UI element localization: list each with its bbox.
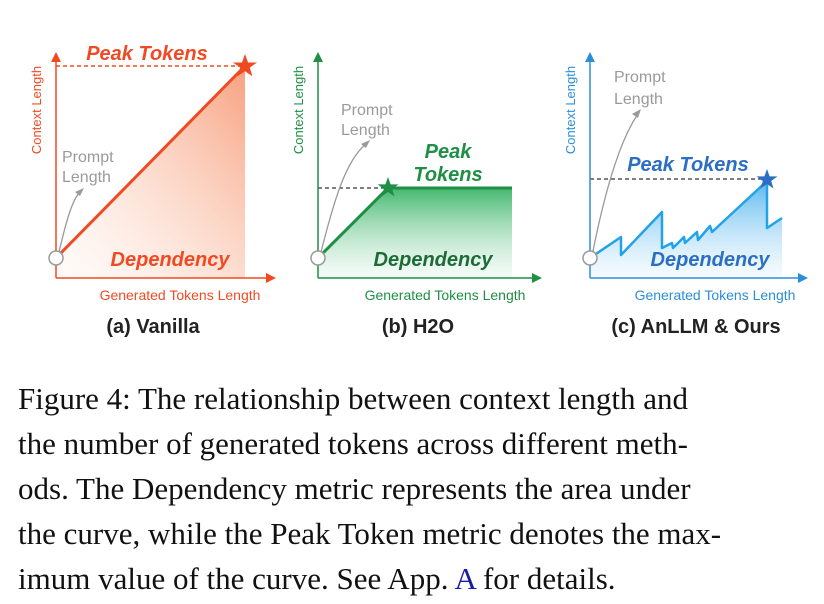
peak-tokens-label-line2: Tokens [413,164,482,186]
caption-line: Figure 4: The relationship between conte… [18,381,689,416]
context-curve [589,179,783,260]
caption-line: ods. The Dependency metric represents th… [18,471,691,506]
y-axis-arrowhead [313,52,323,62]
origin-circle [48,250,64,266]
x-axis-label: Generated Tokens Length [100,287,261,303]
prompt-arrow [319,143,367,257]
x-axis-label: Generated Tokens Length [635,287,796,303]
prompt-arrowhead [75,188,84,196]
dependency-area [590,181,782,278]
x-axis-arrowhead [798,273,808,283]
peak-star-icon [377,177,399,197]
peak-tokens-label: Peak Tokens [86,43,208,65]
caption-last-line: imum value of the curve. See App. A for … [18,556,808,601]
dependency-label: Dependency [651,249,771,271]
prompt-label-line2: Length [614,91,663,108]
prompt-label-line1: Prompt [62,149,114,166]
panel-label: (c) AnLLM & Ours [611,316,780,338]
figure-diagram: Peak Tokens Prompt Length Dependency Con… [29,43,808,338]
appendix-link[interactable]: A [454,561,476,596]
dependency-area [56,66,245,278]
peak-tokens-label: Peak Tokens [627,154,749,176]
prompt-label-line2: Length [62,169,111,186]
caption-text: for details. [482,561,616,596]
dependency-label: Dependency [374,249,494,271]
y-axis-label: Context Length [291,66,306,154]
panel-h2o: Prompt Length Peak Tokens Dependency Con… [291,52,542,338]
x-axis-arrowhead [266,273,276,283]
context-curve [54,67,244,260]
figure-caption: Figure 4: The relationship between conte… [18,376,808,601]
y-axis-label: Context Length [563,66,578,154]
x-axis-arrowhead [532,273,542,283]
peak-star-icon [233,54,257,77]
panel-label: (a) Vanilla [106,316,200,338]
caption-line: the number of generated tokens across di… [18,426,688,461]
x-axis-label: Generated Tokens Length [365,287,526,303]
peak-star-icon [756,169,778,189]
prompt-arrowhead [632,109,641,118]
prompt-label-line2: Length [341,122,390,139]
panel-anllm-ours: Prompt Length Peak Tokens Dependency Con… [563,52,808,338]
y-axis-arrowhead [585,52,595,62]
prompt-arrow [57,191,81,257]
origin-circle [582,250,598,266]
y-axis-arrowhead [51,52,61,62]
caption-line: the curve, while the Peak Token metric d… [18,516,722,551]
peak-tokens-label-line1: Peak [425,141,473,163]
prompt-label-line1: Prompt [341,102,393,119]
panel-label: (b) H2O [382,316,454,338]
panel-vanilla: Peak Tokens Prompt Length Dependency Con… [29,43,276,338]
origin-circle [310,250,326,266]
y-axis-label: Context Length [29,66,44,154]
prompt-arrowhead [361,140,370,148]
caption-text: imum value of the curve. See App. [18,561,449,596]
prompt-arrow [591,113,639,257]
dependency-label: Dependency [111,249,231,271]
prompt-label-line1: Prompt [614,69,666,86]
